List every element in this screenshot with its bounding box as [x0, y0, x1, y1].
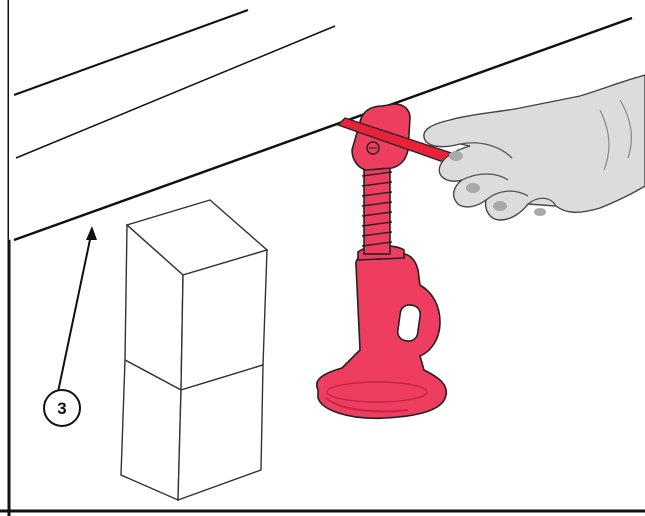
support-blocks	[121, 200, 267, 500]
block-upper	[125, 200, 267, 390]
hand	[424, 75, 645, 220]
callout-number: 3	[57, 399, 66, 418]
jack-screw	[362, 168, 392, 254]
leader-line	[58, 230, 92, 392]
callout-3: 3	[44, 226, 97, 426]
arrow-head-icon	[86, 226, 97, 240]
